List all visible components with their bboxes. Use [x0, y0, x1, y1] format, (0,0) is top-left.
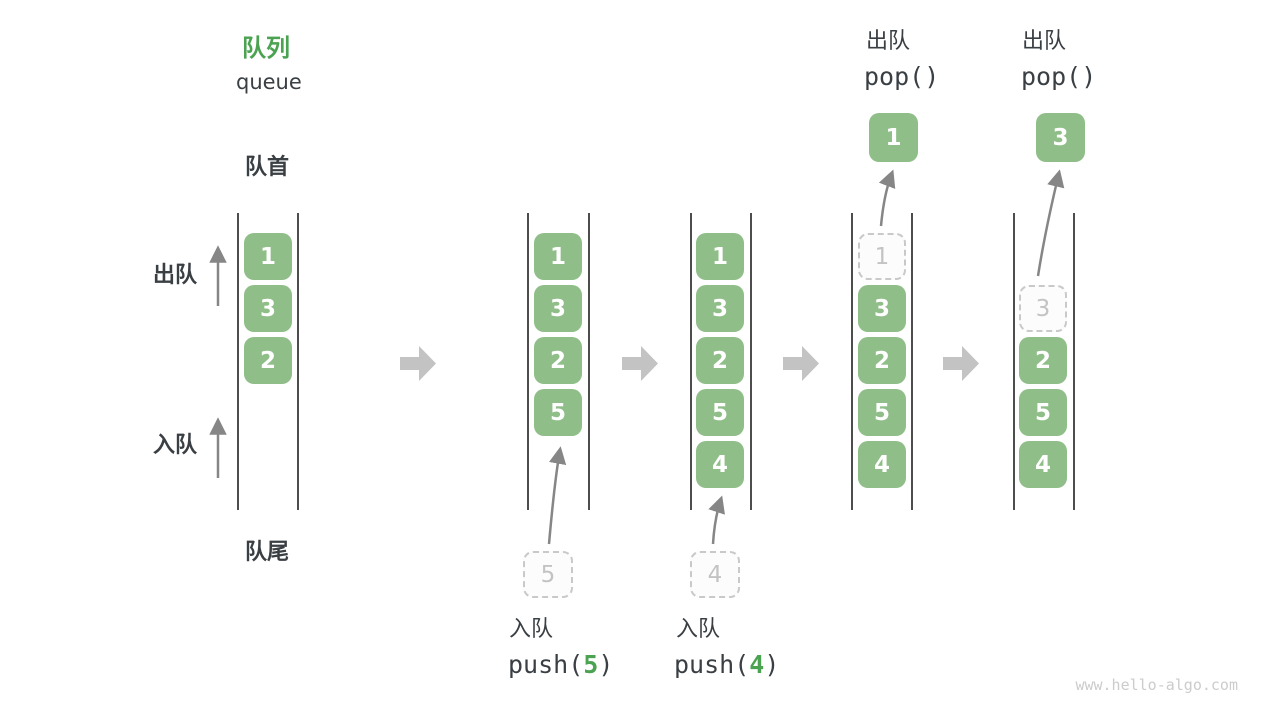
- queue-cell: 3: [534, 285, 582, 332]
- queue-cell: 1: [244, 233, 292, 280]
- container-wall: [690, 213, 692, 510]
- queue-cell: 3: [858, 285, 906, 332]
- enqueue-op-code: push(4): [674, 650, 779, 679]
- queue-cell: 2: [244, 337, 292, 384]
- container-wall: [750, 213, 752, 510]
- next-state-arrow-icon: [943, 346, 979, 381]
- incoming-element-cell: 4: [690, 551, 740, 598]
- incoming-element-cell: 5: [523, 551, 573, 598]
- queue-cell: 2: [1019, 337, 1067, 384]
- dequeue-op-code: pop(): [1021, 62, 1097, 91]
- code-arg: 4: [749, 650, 765, 679]
- popped-element-cell: 1: [869, 113, 918, 162]
- queue-cell: 3: [244, 285, 292, 332]
- removed-element-cell: 3: [1019, 285, 1067, 332]
- pop-3-arrow-icon: [1036, 169, 1065, 277]
- popped-element-cell: 3: [1036, 113, 1085, 162]
- push-4-arrow-icon: [708, 495, 725, 545]
- diagram-title: 队列: [242, 34, 290, 62]
- queue-cell: 1: [696, 233, 744, 280]
- dequeue-op-code: pop(): [864, 62, 940, 91]
- queue-cell: 5: [534, 389, 582, 436]
- queue-cell: 2: [534, 337, 582, 384]
- code-text: ): [598, 650, 614, 679]
- container-wall: [297, 213, 299, 510]
- dequeue-op-label: 出队: [1022, 29, 1067, 54]
- queue-cell: 5: [1019, 389, 1067, 436]
- enqueue-direction-label: 入队: [153, 433, 198, 458]
- queue-front-label: 队首: [245, 155, 290, 180]
- code-arg: 5: [583, 650, 599, 679]
- enqueue-op-code: push(5): [508, 650, 613, 679]
- watermark: www.hello-algo.com: [1075, 676, 1238, 694]
- diagram-subtitle: queue: [236, 70, 302, 94]
- next-state-arrow-icon: [622, 346, 658, 381]
- code-text: ): [764, 650, 780, 679]
- queue-cell: 4: [858, 441, 906, 488]
- container-wall: [911, 213, 913, 510]
- push-5-arrow-icon: [547, 446, 567, 545]
- next-state-arrow-icon: [400, 346, 436, 381]
- queue-cell: 5: [858, 389, 906, 436]
- container-wall: [851, 213, 853, 510]
- container-wall: [527, 213, 529, 510]
- enqueue-op-label: 入队: [676, 617, 721, 642]
- queue-cell: 2: [696, 337, 744, 384]
- pop-1-arrow-icon: [878, 169, 896, 227]
- dequeue-op-label: 出队: [866, 29, 911, 54]
- container-wall: [588, 213, 590, 510]
- dequeue-direction-label: 出队: [153, 263, 198, 288]
- queue-cell: 2: [858, 337, 906, 384]
- queue-cell: 4: [1019, 441, 1067, 488]
- queue-cell: 5: [696, 389, 744, 436]
- enqueue-op-label: 入队: [509, 617, 554, 642]
- next-state-arrow-icon: [783, 346, 819, 381]
- queue-rear-label: 队尾: [245, 540, 290, 565]
- queue-cell: 1: [534, 233, 582, 280]
- queue-cell: 4: [696, 441, 744, 488]
- removed-element-cell: 1: [858, 233, 906, 280]
- container-wall: [1013, 213, 1015, 510]
- code-text: push(: [674, 650, 750, 679]
- code-text: push(: [508, 650, 584, 679]
- container-wall: [237, 213, 239, 510]
- container-wall: [1073, 213, 1075, 510]
- queue-cell: 3: [696, 285, 744, 332]
